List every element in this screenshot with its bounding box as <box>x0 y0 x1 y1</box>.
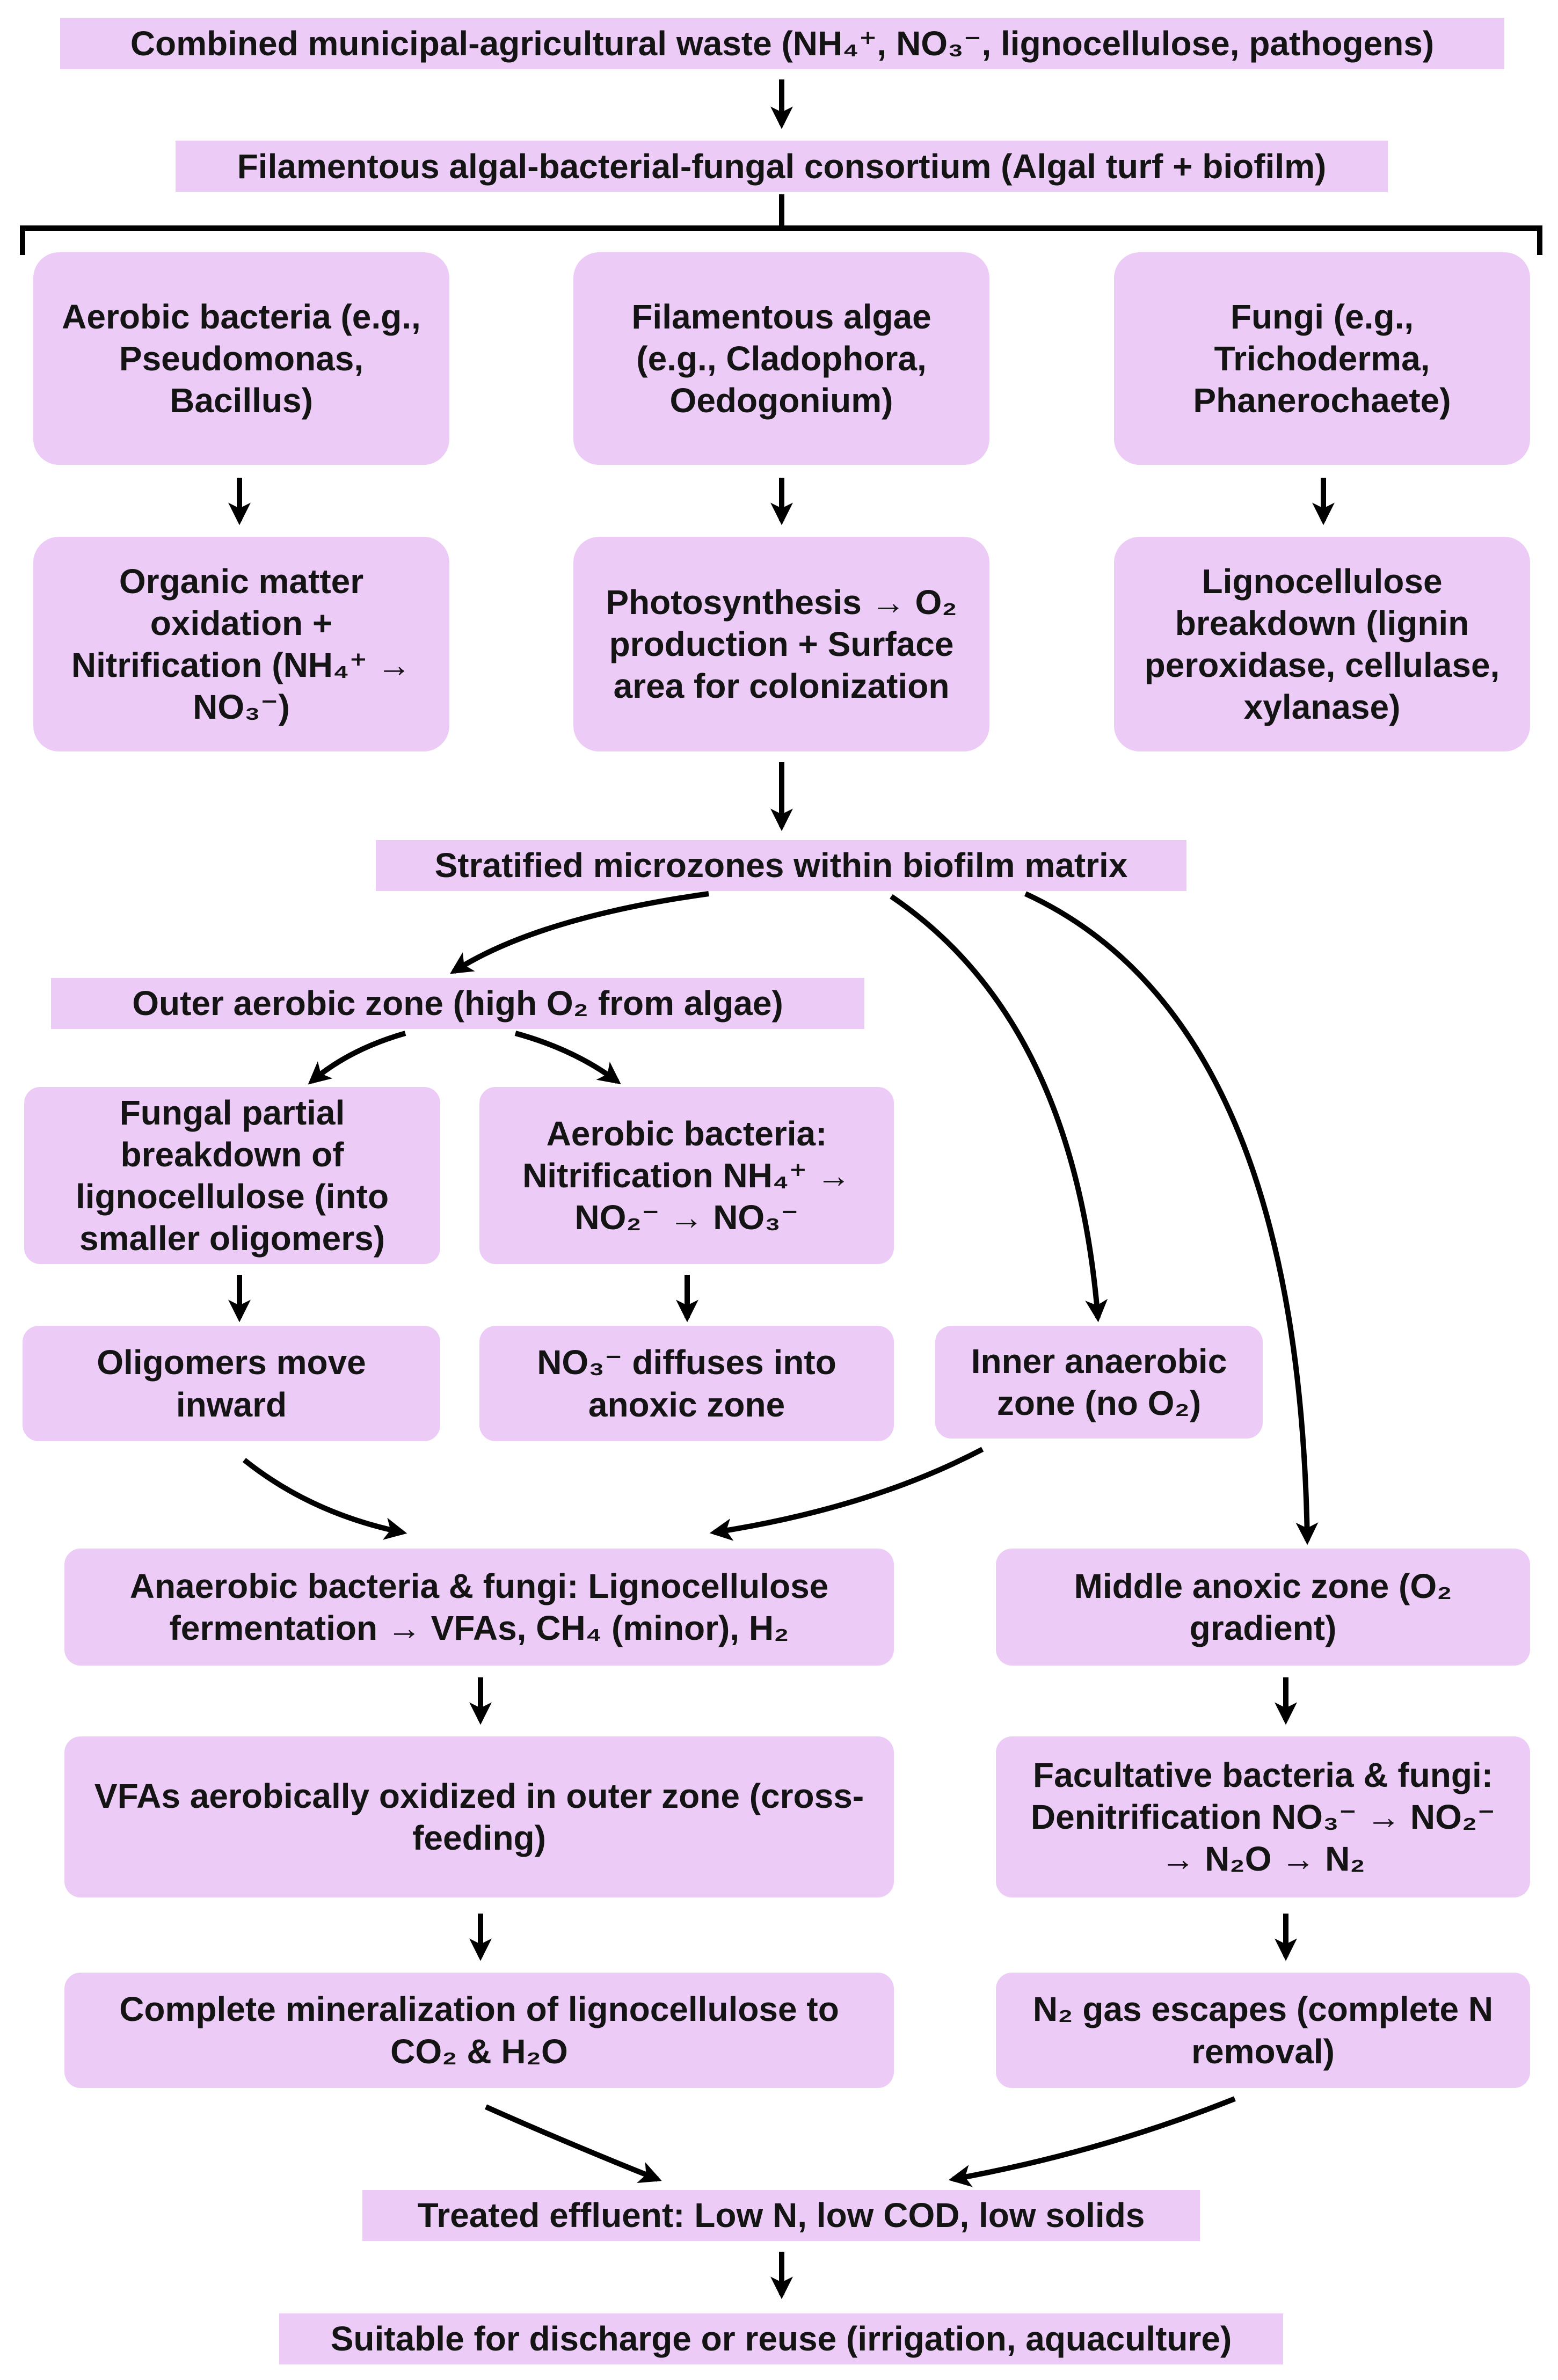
oligomers-move-label: Oligomers move inward <box>97 1343 366 1424</box>
oxidation-nitrification-label: Organic matter oxidation + Nitrification… <box>71 561 412 727</box>
arrow-to-fungal-partial <box>308 1031 406 1085</box>
vfa-oxidized-node: VFAs aerobically oxidized in outer zone … <box>64 1736 894 1897</box>
lignocellulose-breakdown-label: Lignocellulose breakdown (lignin peroxid… <box>1144 561 1500 727</box>
arrow-to-inner-anaerobic <box>890 894 1108 1323</box>
n2-escapes-node: N₂ gas escapes (complete N removal) <box>996 1973 1530 2088</box>
mineralization-node: Complete mineralization of lignocellulos… <box>64 1973 894 2088</box>
n2-escapes-label: N₂ gas escapes (complete N removal) <box>1032 1990 1494 2071</box>
inner-anaerobic-label: Inner anaerobic zone (no O₂) <box>971 1341 1227 1422</box>
input-waste-label: Combined municipal-agricultural waste (N… <box>130 24 1435 63</box>
no3-diffuses-label: NO₃⁻ diffuses into anoxic zone <box>537 1343 836 1424</box>
treated-effluent-label: Treated effluent: Low N, low COD, low so… <box>417 2196 1145 2235</box>
input-waste: Combined municipal-agricultural waste (N… <box>60 18 1504 69</box>
middle-anoxic-node: Middle anoxic zone (O₂ gradient) <box>996 1549 1530 1666</box>
reuse-label: Suitable for discharge or reuse (irrigat… <box>330 2319 1232 2359</box>
lignocellulose-breakdown-node: Lignocellulose breakdown (lignin peroxid… <box>1114 537 1530 751</box>
fungal-partial-node: Fungal partial breakdown of lignocellulo… <box>24 1087 440 1264</box>
denitrification-label: Facultative bacteria & fungi: Denitrific… <box>1030 1755 1496 1879</box>
outer-aerobic-node: Outer aerobic zone (high O₂ from algae) <box>51 978 864 1029</box>
microzones-node: Stratified microzones within biofilm mat… <box>376 840 1186 891</box>
fungal-partial-label: Fungal partial breakdown of lignocellulo… <box>75 1093 389 1258</box>
arrow-inner-to-fermentation <box>709 1447 984 1541</box>
microzones-label: Stratified microzones within biofilm mat… <box>434 846 1128 885</box>
arrow-to-outer-aerobic <box>449 891 709 974</box>
outer-aerobic-label: Outer aerobic zone (high O₂ from algae) <box>132 984 783 1023</box>
oxidation-nitrification-node: Organic matter oxidation + Nitrification… <box>33 537 449 751</box>
consortium: Filamentous algal-bacterial-fungal conso… <box>176 141 1388 192</box>
filamentous-algae-node: Filamentous algae (e.g., Cladophora, Oed… <box>573 252 989 465</box>
brace <box>20 194 1542 255</box>
arrow-to-middle-anoxic <box>1024 891 1319 1545</box>
denitrification-node: Facultative bacteria & fungi: Denitrific… <box>996 1736 1530 1897</box>
arrow-mineralization-to-effluent <box>484 2104 662 2184</box>
mineralization-label: Complete mineralization of lignocellulos… <box>119 1990 839 2071</box>
oligomers-move-node: Oligomers move inward <box>23 1326 440 1441</box>
filamentous-algae-label: Filamentous algae (e.g., Cladophora, Oed… <box>631 297 931 420</box>
reuse-node: Suitable for discharge or reuse (irrigat… <box>279 2313 1283 2364</box>
aerobic-nitrification-node: Aerobic bacteria: Nitrification NH₄⁺ → N… <box>479 1087 894 1264</box>
middle-anoxic-label: Middle anoxic zone (O₂ gradient) <box>1074 1566 1452 1647</box>
aerobic-nitrification-label: Aerobic bacteria: Nitrification NH₄⁺ → N… <box>522 1114 851 1237</box>
treated-effluent-node: Treated effluent: Low N, low COD, low so… <box>362 2190 1200 2241</box>
aerobic-bacteria-label: Aerobic bacteria (e.g., Pseudomonas, Bac… <box>62 297 421 420</box>
anaerobic-fermentation-label: Anaerobic bacteria & fungi: Lignocellulo… <box>129 1566 829 1647</box>
arrow-n2-to-effluent <box>948 2096 1236 2187</box>
no3-diffuses-node: NO₃⁻ diffuses into anoxic zone <box>479 1326 894 1441</box>
anaerobic-fermentation-node: Anaerobic bacteria & fungi: Lignocellulo… <box>64 1549 894 1666</box>
vfa-oxidized-label: VFAs aerobically oxidized in outer zone … <box>94 1776 864 1857</box>
aerobic-bacteria-node: Aerobic bacteria (e.g., Pseudomonas, Bac… <box>33 252 449 465</box>
arrow-to-aerobic-nitrification <box>514 1031 621 1085</box>
fungi-label: Fungi (e.g., Trichoderma, Phanerochaete) <box>1193 297 1451 420</box>
photosynthesis-label: Photosynthesis → O₂ production + Surface… <box>606 582 957 706</box>
photosynthesis-node: Photosynthesis → O₂ production + Surface… <box>573 537 989 751</box>
inner-anaerobic-node: Inner anaerobic zone (no O₂) <box>935 1326 1263 1439</box>
consortium-label: Filamentous algal-bacterial-fungal conso… <box>237 147 1327 186</box>
fungi-node: Fungi (e.g., Trichoderma, Phanerochaete) <box>1114 252 1530 465</box>
arrow-oligomers-to-fermentation <box>242 1458 407 1540</box>
